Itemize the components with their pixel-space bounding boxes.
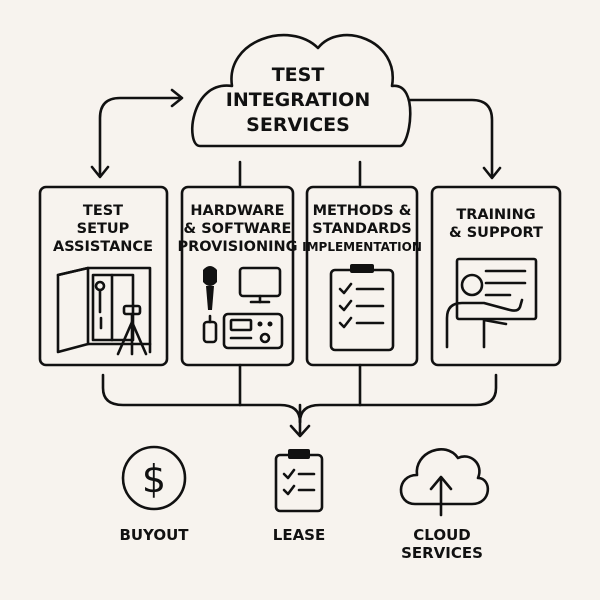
service-label-line: TRAINING bbox=[456, 207, 535, 223]
service-label-line: SETUP bbox=[77, 221, 130, 237]
option-label-line: SERVICES bbox=[401, 544, 483, 562]
clipboard-icon bbox=[274, 449, 324, 513]
cloud-upload-icon bbox=[399, 448, 490, 517]
hub-label-line-2: INTEGRATION bbox=[226, 89, 370, 111]
brace-arrow-head bbox=[289, 424, 311, 438]
service-box-frame bbox=[180, 185, 295, 367]
arrow-right-loop-head bbox=[482, 166, 502, 180]
service-box-methods-standards: METHODS & STANDARDS IMPLEMENTATION bbox=[302, 185, 422, 367]
bottom-connectors bbox=[101, 363, 498, 438]
service-box-frame bbox=[430, 185, 562, 367]
hub-label-line-3: SERVICES bbox=[246, 114, 350, 136]
option-cloud-services: CLOUD SERVICES bbox=[399, 448, 490, 562]
option-lease: LEASE bbox=[273, 449, 325, 544]
presenter-icon bbox=[445, 257, 538, 349]
arrow-left-loop bbox=[98, 96, 182, 177]
service-label-line: HARDWARE bbox=[190, 203, 284, 219]
service-label-line: IMPLEMENTATION bbox=[302, 240, 422, 254]
checklist-clipboard-icon bbox=[329, 264, 395, 352]
service-label-line: & SUPPORT bbox=[449, 225, 543, 241]
service-box-frame bbox=[305, 185, 419, 367]
hub-label-line-1: TEST bbox=[272, 64, 325, 86]
dollar-icon: $ bbox=[142, 457, 166, 501]
test-booth-icon bbox=[56, 266, 152, 356]
service-label-line: PROVISIONING bbox=[177, 239, 297, 255]
brace-right bbox=[298, 373, 498, 424]
option-buyout: $ BUYOUT bbox=[119, 445, 189, 544]
dollar-icon-circle bbox=[121, 445, 187, 511]
hub-cloud-shape bbox=[190, 33, 412, 148]
service-box-hardware-software: HARDWARE & SOFTWARE PROVISIONING bbox=[177, 185, 298, 367]
service-box-test-setup: TEST SETUP ASSISTANCE bbox=[38, 185, 169, 367]
hardware-devices-icon bbox=[202, 266, 284, 350]
arrow-left-loop-head-2 bbox=[90, 165, 110, 179]
service-label-line: ASSISTANCE bbox=[53, 239, 153, 255]
arrow-left-loop-head-1 bbox=[170, 88, 184, 108]
arrow-right-loop bbox=[408, 98, 494, 178]
service-box-frame bbox=[38, 185, 169, 367]
option-label-line: CLOUD bbox=[413, 526, 470, 544]
option-label-line: BUYOUT bbox=[119, 526, 189, 544]
service-label-line: STANDARDS bbox=[312, 221, 411, 237]
service-label-line: & SOFTWARE bbox=[184, 221, 292, 237]
hub-node: TEST INTEGRATION SERVICES bbox=[190, 33, 412, 148]
service-box-training-support: TRAINING & SUPPORT bbox=[430, 185, 562, 367]
brace-left bbox=[101, 373, 302, 424]
option-label-line: LEASE bbox=[273, 526, 325, 544]
service-label-line: TEST bbox=[83, 203, 123, 219]
top-connectors bbox=[90, 88, 502, 187]
service-label-line: METHODS & bbox=[313, 203, 412, 219]
